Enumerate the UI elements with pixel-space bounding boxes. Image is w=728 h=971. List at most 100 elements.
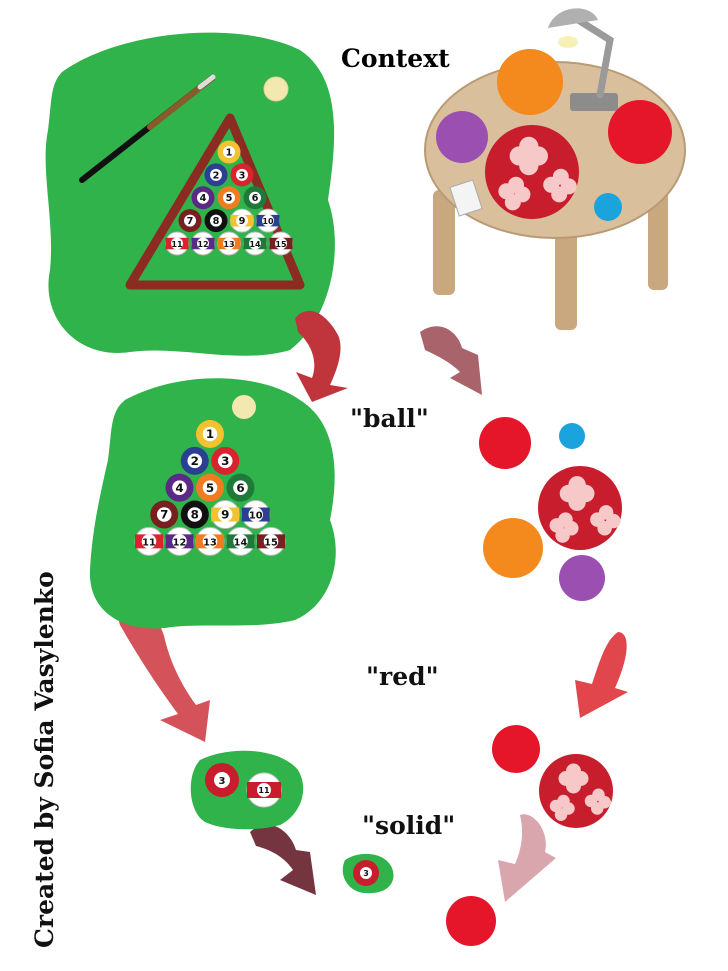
svg-text:3: 3 (363, 869, 369, 878)
pool-ball-icon: 10 (241, 500, 271, 530)
pool-ball-icon: 11 (134, 526, 164, 556)
label-context: Context (341, 44, 450, 73)
ball-number-label: 4 (175, 481, 183, 495)
label-ball: "ball" (350, 404, 429, 433)
ball-number-label: 8 (213, 216, 220, 227)
table-leg (555, 215, 577, 330)
svg-text:3: 3 (219, 776, 226, 787)
cue-stick-icon (79, 74, 216, 183)
pool-ball-icon: 9 (230, 208, 254, 233)
ball-number-label: 12 (197, 240, 208, 249)
ball-number-label: 14 (249, 240, 261, 249)
pool-ball-icon: 4 (165, 473, 194, 502)
ball-number-label: 11 (171, 240, 183, 249)
desk-lamp-icon (548, 8, 618, 111)
ball-number-label: 9 (239, 216, 246, 227)
pool-ball-icon: 15 (269, 231, 293, 256)
pool-ball-icon: 8 (204, 209, 228, 233)
pool-ball-icon: 7 (150, 500, 179, 529)
red-ball-icon (479, 417, 531, 469)
arrow-icon (250, 824, 316, 895)
flower-ball-icon (485, 125, 579, 219)
pool-ball-icon: 4 (191, 186, 215, 210)
pool-ball-icon: 15 (256, 526, 286, 556)
table-leg (648, 185, 668, 290)
ball-group-colored (479, 417, 622, 601)
ball-number-label: 9 (221, 508, 229, 522)
ball-number-label: 2 (213, 170, 220, 181)
pool-ball-icon: 14 (226, 526, 255, 556)
red-ball-icon (492, 725, 540, 773)
blue-ball-icon (559, 423, 585, 449)
ball-number-label: 13 (203, 538, 217, 549)
ball-number-label: 3 (221, 454, 229, 468)
ball-number-label: 5 (226, 193, 233, 204)
pool-ball-icon: 8 (180, 500, 209, 529)
pool-ball-icon: 12 (191, 231, 215, 256)
cue-ball-icon (232, 395, 256, 419)
ball-number-label: 1 (226, 147, 233, 158)
ball-number-label: 15 (264, 538, 278, 549)
pool-ball-icon: 3 (353, 860, 379, 886)
ball-number-label: 11 (142, 538, 156, 549)
pool-ball-icon: 5 (196, 473, 224, 502)
arrow-icon (295, 310, 348, 402)
orange-ball-icon (497, 49, 563, 115)
ball-number-label: 3 (239, 170, 246, 181)
ball-number-label: 10 (249, 511, 263, 522)
flower-ball-icon (539, 754, 613, 828)
svg-text:11: 11 (258, 786, 270, 795)
pool-ball-icon: 1 (217, 140, 241, 164)
ball-number-label: 8 (191, 508, 199, 522)
purple-ball-icon (436, 111, 488, 163)
arrow-icon (575, 632, 628, 718)
pool-ball-icon: 9 (210, 500, 240, 530)
felt-blob-large (45, 32, 335, 356)
ball-number-label: 10 (262, 217, 274, 226)
purple-ball-icon (559, 555, 605, 601)
pool-ball-icon: 3 (205, 763, 239, 797)
pool-ball-icon: 13 (195, 526, 225, 556)
pool-ball-icon: 5 (217, 186, 241, 210)
pool-ball-icon: 13 (217, 231, 241, 256)
ball-number-label: 6 (236, 481, 244, 495)
ball-number-label: 2 (191, 454, 199, 468)
pool-ball-icon: 14 (243, 231, 267, 256)
arrow-icon (420, 326, 482, 395)
ball-number-label: 5 (206, 481, 214, 495)
pool-ball-icon: 2 (180, 446, 209, 475)
ball-number-label: 14 (234, 538, 248, 549)
label-solid: "solid" (362, 811, 455, 840)
cue-ball-icon (263, 76, 289, 102)
ball-number-label: 7 (160, 508, 168, 522)
label-red: "red" (366, 662, 439, 691)
ball-number-label: 4 (200, 193, 207, 204)
pool-ball-icon: 1 (196, 420, 224, 448)
flower-ball-icon (538, 466, 622, 550)
paper-note-icon (449, 179, 483, 217)
side-table-context (424, 8, 686, 330)
red-ball-icon (608, 100, 672, 164)
pool-ball-icon: 11 (246, 772, 282, 808)
ball-group-red-left: 3 11 (190, 750, 304, 830)
pool-ball-icon: 6 (226, 473, 255, 502)
pool-ball-icon: 3 (211, 446, 240, 475)
pool-ball-icon: 3 (230, 163, 254, 187)
ball-number-label: 15 (275, 240, 287, 249)
felt-blob-medium (89, 378, 336, 629)
credit-text: Created by Sofia Vasylenko (30, 571, 59, 948)
orange-ball-icon (483, 518, 543, 578)
ball-number-label: 12 (173, 538, 187, 549)
ball-number-label: 6 (252, 193, 259, 204)
ball-group-solid-left: 3 (342, 853, 394, 894)
pool-ball-icon: 12 (165, 526, 194, 556)
ball-number-label: 13 (223, 240, 234, 249)
arrow-icon (118, 612, 210, 742)
blue-ball-icon (594, 193, 622, 221)
pool-ball-icon: 10 (256, 208, 280, 233)
